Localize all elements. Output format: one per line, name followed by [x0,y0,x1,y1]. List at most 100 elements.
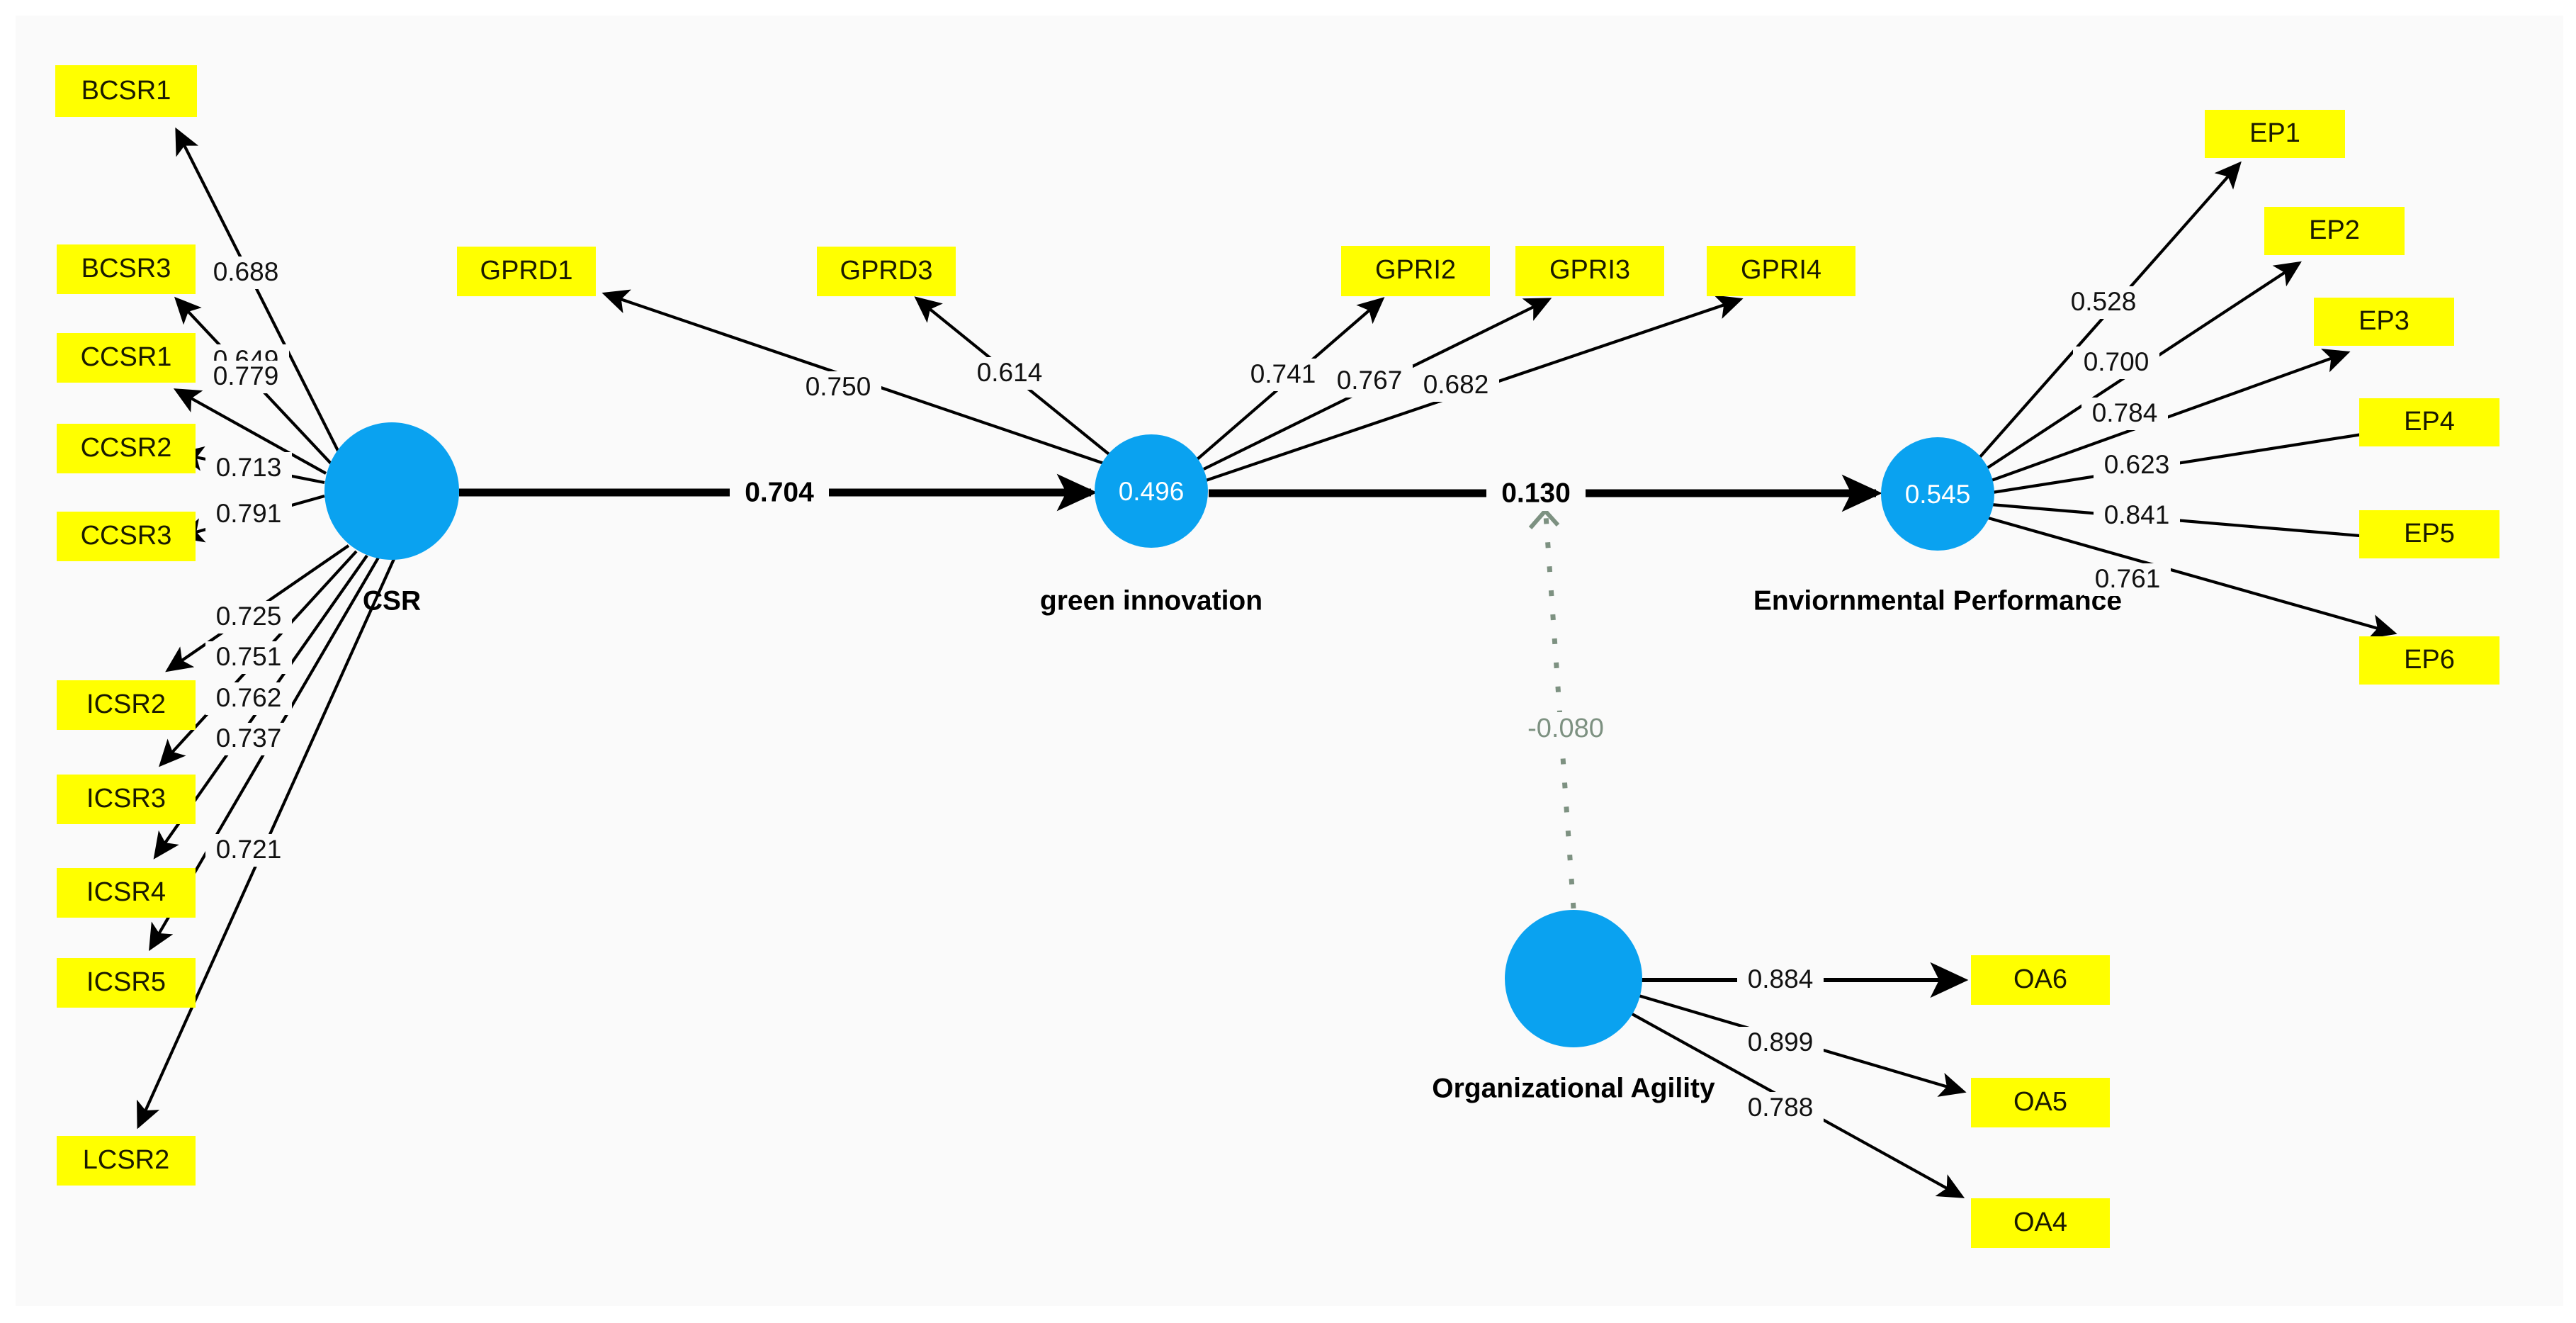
indicator-box[interactable] [57,868,196,918]
indicator-label: EP3 [2358,306,2410,336]
indicator-gprd3[interactable]: GPRD3 [817,247,956,296]
indicator-ep5[interactable]: EP5 [2359,510,2499,558]
moderation-group [1528,507,1576,909]
moderation-value-oa: -0.080 [1512,712,1620,746]
indicator-box[interactable] [57,333,196,383]
loading-value-oa6: 0.884 [1737,964,1824,996]
indicator-label: GPRI3 [1549,255,1630,285]
indicator-icsr2[interactable]: ICSR2 [57,680,196,730]
indicator-ccsr1[interactable]: CCSR1 [57,333,196,383]
loading-value-gpri3: 0.767 [1326,365,1413,398]
indicator-box[interactable] [1971,955,2110,1005]
loading-value-ep3: 0.784 [2081,398,2168,430]
indicator-box[interactable] [1707,246,1855,296]
path-value-gi-ep: 0.130 [1486,477,1586,511]
loading-value: 0.751 [216,642,282,671]
indicator-ep2[interactable]: EP2 [2264,207,2405,255]
indicator-icsr3[interactable]: ICSR3 [57,775,196,824]
indicator-gprd1[interactable]: GPRD1 [457,247,596,296]
construct-node-green-innovation[interactable]: 0.496 green innovation [1040,434,1262,616]
construct-node-organizational-agility[interactable]: Organizational Agility [1432,910,1715,1103]
indicator-oa4[interactable]: OA4 [1971,1198,2110,1248]
indicator-ep6[interactable]: EP6 [2359,636,2499,685]
indicator-ep3[interactable]: EP3 [2314,298,2454,346]
indicator-icsr5[interactable]: ICSR5 [57,958,196,1008]
indicator-box[interactable] [57,1136,196,1186]
indicator-ep1[interactable]: EP1 [2205,110,2345,158]
indicator-box[interactable] [57,512,196,561]
loading-value-ccsr1: 0.779 [203,361,289,393]
indicator-box[interactable] [1971,1198,2110,1248]
loading-value: 0.528 [2071,287,2137,316]
indicator-label: EP4 [2404,407,2455,437]
indicator-box[interactable] [817,247,956,296]
indicator-bcsr3[interactable]: BCSR3 [57,244,196,294]
construct-name-label: CSR [363,585,421,616]
indicator-box[interactable] [2264,207,2405,255]
indicator-gpri3[interactable]: GPRI3 [1515,246,1664,296]
indicator-box[interactable] [457,247,596,296]
loading-value: 0.713 [216,453,282,482]
indicator-label: EP2 [2309,215,2360,245]
indicator-box[interactable] [57,424,196,473]
indicator-box[interactable] [55,65,197,117]
loading-value-gpri2: 0.741 [1240,359,1326,391]
indicator-box[interactable] [2205,110,2345,158]
construct-circle[interactable] [1095,434,1208,548]
indicator-gpri2[interactable]: GPRI2 [1341,246,1490,296]
loading-value-ep4: 0.623 [2094,449,2180,482]
construct-circle[interactable] [324,422,459,560]
construct-node-environmental-performance[interactable]: 0.545 Enviornmental Performance [1753,437,2122,616]
indicator-gpri4[interactable]: GPRI4 [1707,246,1855,296]
construct-name-label: green innovation [1040,585,1262,616]
loading-value: 0.899 [1748,1028,1814,1057]
loading-value-ccsr3: 0.791 [205,498,292,531]
indicator-box[interactable] [2359,510,2499,558]
indicator-icsr4[interactable]: ICSR4 [57,868,196,918]
loading-value: 0.767 [1337,366,1403,395]
indicator-box[interactable] [57,775,196,824]
indicator-bcsr1[interactable]: BCSR1 [55,65,197,117]
loading-value-icsr2: 0.725 [205,601,292,634]
loading-value: 0.700 [2084,347,2150,376]
indicator-lcsr2[interactable]: LCSR2 [57,1136,196,1186]
loading-value: 0.884 [1748,964,1814,993]
loading-value: 0.761 [2095,564,2161,593]
loading-line-ep6 [1985,515,2397,639]
indicator-box[interactable] [2359,398,2499,446]
indicator-label: ICSR5 [86,967,166,997]
indicator-ccsr2[interactable]: CCSR2 [57,424,196,473]
indicator-oa6[interactable]: OA6 [1971,955,2110,1005]
indicator-box[interactable] [2314,298,2454,346]
indicator-box[interactable] [57,244,196,294]
indicator-box[interactable] [57,958,196,1008]
indicator-label: GPRI4 [1741,255,1821,285]
loading-line-bcsr1 [175,127,340,453]
indicator-label: ICSR4 [86,877,166,907]
construct-circle[interactable] [1505,910,1642,1047]
loading-value: 0.750 [806,372,871,401]
indicator-box[interactable] [57,680,196,730]
construct-r2-value: 0.496 [1119,477,1185,506]
indicator-boxes-group: BCSR1 BCSR3 CCSR1 CCSR2 CCSR3 ICSR2 [55,65,2499,1248]
loading-value: 0.788 [1748,1093,1814,1122]
indicator-box[interactable] [2359,636,2499,685]
indicator-box[interactable] [1515,246,1664,296]
loading-value: 0.737 [216,724,282,753]
construct-circle[interactable] [1881,437,1994,551]
loading-value-icsr5: 0.737 [205,723,292,755]
indicator-ep4[interactable]: EP4 [2359,398,2499,446]
loading-value: 0.784 [2092,398,2158,427]
construct-r2-value: 0.545 [1905,480,1971,509]
indicator-box[interactable] [1971,1078,2110,1127]
ep-measurement-group [1977,161,2397,639]
indicator-oa5[interactable]: OA5 [1971,1078,2110,1127]
indicator-ccsr3[interactable]: CCSR3 [57,512,196,561]
indicator-box[interactable] [1341,246,1490,296]
construct-node-csr[interactable]: CSR [324,422,459,616]
loading-value: 0.688 [213,257,279,286]
loading-value-ccsr2: 0.713 [205,452,292,485]
loading-value-lcsr2: 0.721 [205,834,292,867]
